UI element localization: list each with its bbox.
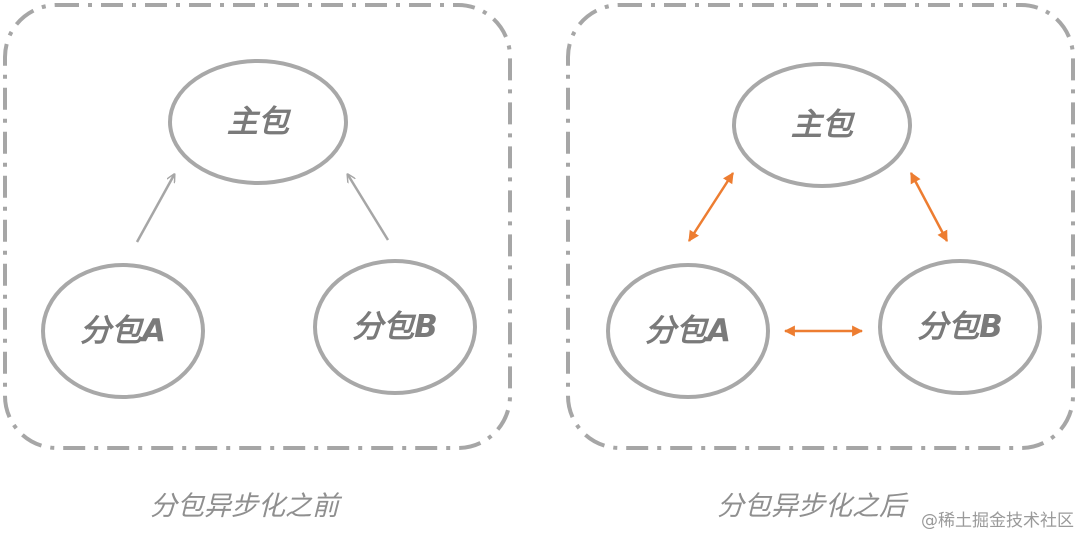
node-a-before-label: 分包A [80, 313, 166, 349]
edge-b-to-main-before [348, 175, 390, 241]
caption-after: 分包异步化之后 [717, 491, 906, 522]
edge-b-main-after [909, 172, 949, 242]
node-a-before: 分包A [41, 263, 205, 399]
node-a-before-shape [41, 263, 205, 399]
node-main-after: 主包 [732, 62, 912, 188]
node-main-after-shape [732, 62, 912, 188]
watermark: @稀土掘金技术社区 [921, 511, 1074, 531]
node-b-before-label: 分包B [352, 309, 438, 345]
node-b-after: 分包B [878, 259, 1042, 395]
edge-a-to-main-before [135, 175, 174, 243]
node-b-after-shape [878, 259, 1042, 395]
node-a-after-shape [606, 263, 770, 399]
panel-after: 主包 分包A 分包B [566, 3, 1075, 450]
node-main-before-label: 主包 [227, 104, 292, 140]
panel-after-frame [566, 3, 1075, 450]
panel-before-frame [3, 3, 512, 450]
node-main-before-shape [168, 59, 348, 185]
node-a-after-label: 分包A [645, 313, 731, 349]
node-main-before: 主包 [168, 59, 348, 185]
node-b-after-label: 分包B [917, 309, 1003, 345]
edge-a-main-after [687, 172, 735, 242]
caption-before: 分包异步化之前 [150, 491, 339, 522]
node-b-before-shape [313, 259, 477, 395]
panel-before: 主包 分包A 分包B [3, 3, 512, 450]
node-a-after: 分包A [606, 263, 770, 399]
node-main-after-label: 主包 [791, 107, 856, 143]
node-b-before: 分包B [313, 259, 477, 395]
